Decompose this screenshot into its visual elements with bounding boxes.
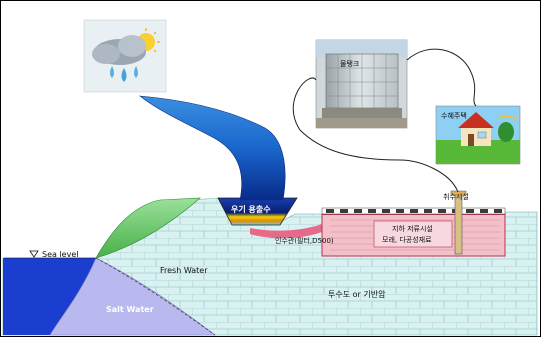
freshwater-saltwater-interface	[95, 257, 216, 336]
sea-level-label: Sea level	[42, 250, 78, 259]
storage-label-line2: 모래, 다공성재료	[382, 235, 432, 244]
sea-level-marker	[4, 250, 96, 259]
water-tank-label: 물탱크	[340, 59, 360, 68]
supply-pipe-to-house	[406, 48, 477, 107]
intake-facility-label: 취수시설	[443, 193, 469, 201]
intake-well	[454, 193, 463, 255]
water-tank-photo	[315, 39, 408, 129]
supply-pipe-to-tank	[292, 77, 459, 193]
rain-cloud-sun-icon	[83, 19, 167, 93]
intake-well-cap	[450, 190, 467, 196]
house-icon	[435, 105, 521, 165]
sea-body	[3, 258, 96, 335]
intake-pipe-band	[250, 224, 322, 239]
storage-top-blocks	[321, 207, 506, 215]
green-dune	[95, 197, 201, 259]
fresh-water-label: Fresh Water	[160, 266, 208, 275]
consumer-house-label: 수혜주택	[441, 111, 467, 120]
rainwater-pit-label: 우기 용출수	[231, 204, 271, 214]
intake-pipe-label: 인수관(필터,D500)	[275, 236, 334, 245]
rainwater-stream	[139, 95, 286, 201]
bedrock-label: 투수도 or 기반암	[328, 289, 386, 299]
storage-label-line1: 지하 저류시설	[392, 224, 433, 233]
salt-water-label: Salt Water	[106, 305, 154, 314]
storage-label-box	[373, 220, 453, 248]
